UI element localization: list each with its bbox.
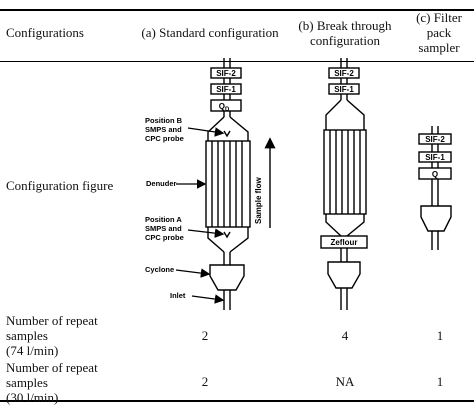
position-b-arrow: [187, 127, 225, 137]
box-sif1-a-label: SIF-1: [216, 85, 236, 94]
denuder-label: Denuder: [146, 179, 177, 188]
box-sif1-a: [210, 83, 242, 95]
box-sif2-c-label: SIF-2: [425, 135, 445, 144]
header-col-b-line1: (b) Break through: [298, 18, 392, 33]
box-sif1-b-label: SIF-1: [334, 85, 354, 94]
box-sif1-c-label: SIF-1: [425, 153, 445, 162]
box-sif2-a-label: SIF-2: [216, 69, 236, 78]
box-zeflour-b: [320, 235, 368, 249]
value-30-col-b: NA: [335, 374, 355, 389]
row-label-figure: Configuration figure: [6, 178, 114, 193]
standard-configuration-schematic: [205, 58, 251, 310]
qd-q: Q: [219, 102, 225, 111]
box-zeflour-b-label: Zeflour: [330, 238, 357, 247]
table-top-rule: [0, 9, 474, 11]
box-q-c-label: Q: [432, 170, 438, 179]
row-label-repeat-30-line2: samples: [6, 375, 48, 390]
row-label-repeat-74-line3: (74 l/min): [6, 343, 59, 358]
header-bottom-rule: [0, 61, 474, 63]
box-sif1-c: [418, 151, 452, 163]
value-74-col-a: 2: [201, 328, 209, 343]
inlet-arrow: [191, 294, 225, 304]
sample-flow-label: Sample flow: [254, 177, 263, 224]
cyclone-label: Cyclone: [145, 265, 174, 274]
header-col-c-line1: (c) Filter: [416, 10, 462, 25]
header-col-c-line2: pack: [426, 25, 452, 40]
row-label-repeat-30-line3: (30 l/min): [6, 390, 59, 405]
box-sif2-c: [418, 133, 452, 145]
row-label-repeat-30: Number of repeat samples (30 l/min): [6, 360, 98, 405]
box-sif2-a: [210, 67, 242, 79]
header-col-b: (b) Break through configuration: [290, 18, 400, 48]
box-qd-a-label: QD: [219, 102, 230, 113]
breakthrough-configuration-schematic: [323, 58, 367, 310]
position-b-line2: SMPS and: [145, 125, 182, 134]
table-bottom-rule: [0, 400, 474, 402]
header-col-a: (a) Standard configuration: [141, 25, 279, 40]
qd-subscript: D: [225, 107, 230, 113]
position-a-line1: Position A: [145, 215, 182, 224]
box-sif2-b-label: SIF-2: [334, 69, 354, 78]
row-label-repeat-74-line2: samples: [6, 328, 48, 343]
row-label-repeat-74-line1: Number of repeat: [6, 313, 98, 328]
header-col-b-line2: configuration: [309, 33, 381, 48]
header-col-c-line3: sampler: [418, 40, 460, 55]
position-a-line2: SMPS and: [145, 224, 182, 233]
row-label-repeat-30-line1: Number of repeat: [6, 360, 98, 375]
box-qd-a: [210, 99, 242, 112]
position-a-label: Position A SMPS and CPC probe: [145, 215, 184, 242]
box-q-c: [418, 167, 452, 180]
position-a-line3: CPC probe: [145, 233, 184, 242]
position-b-label: Position B SMPS and CPC probe: [145, 116, 184, 143]
header-configurations: Configurations: [6, 25, 84, 40]
value-30-col-c: 1: [436, 374, 444, 389]
position-a-arrow: [187, 228, 225, 238]
value-74-col-c: 1: [436, 328, 444, 343]
filter-pack-schematic: [420, 126, 452, 250]
value-74-col-b: 4: [341, 328, 349, 343]
cyclone-arrow: [175, 268, 211, 278]
box-sif2-b: [328, 67, 360, 79]
row-label-repeat-74: Number of repeat samples (74 l/min): [6, 313, 98, 358]
value-30-col-a: 2: [201, 374, 209, 389]
position-b-line3: CPC probe: [145, 134, 184, 143]
inlet-label: Inlet: [170, 291, 186, 300]
box-sif1-b: [328, 83, 360, 95]
header-col-c: (c) Filter pack sampler: [404, 10, 474, 55]
position-b-line1: Position B: [145, 116, 183, 125]
